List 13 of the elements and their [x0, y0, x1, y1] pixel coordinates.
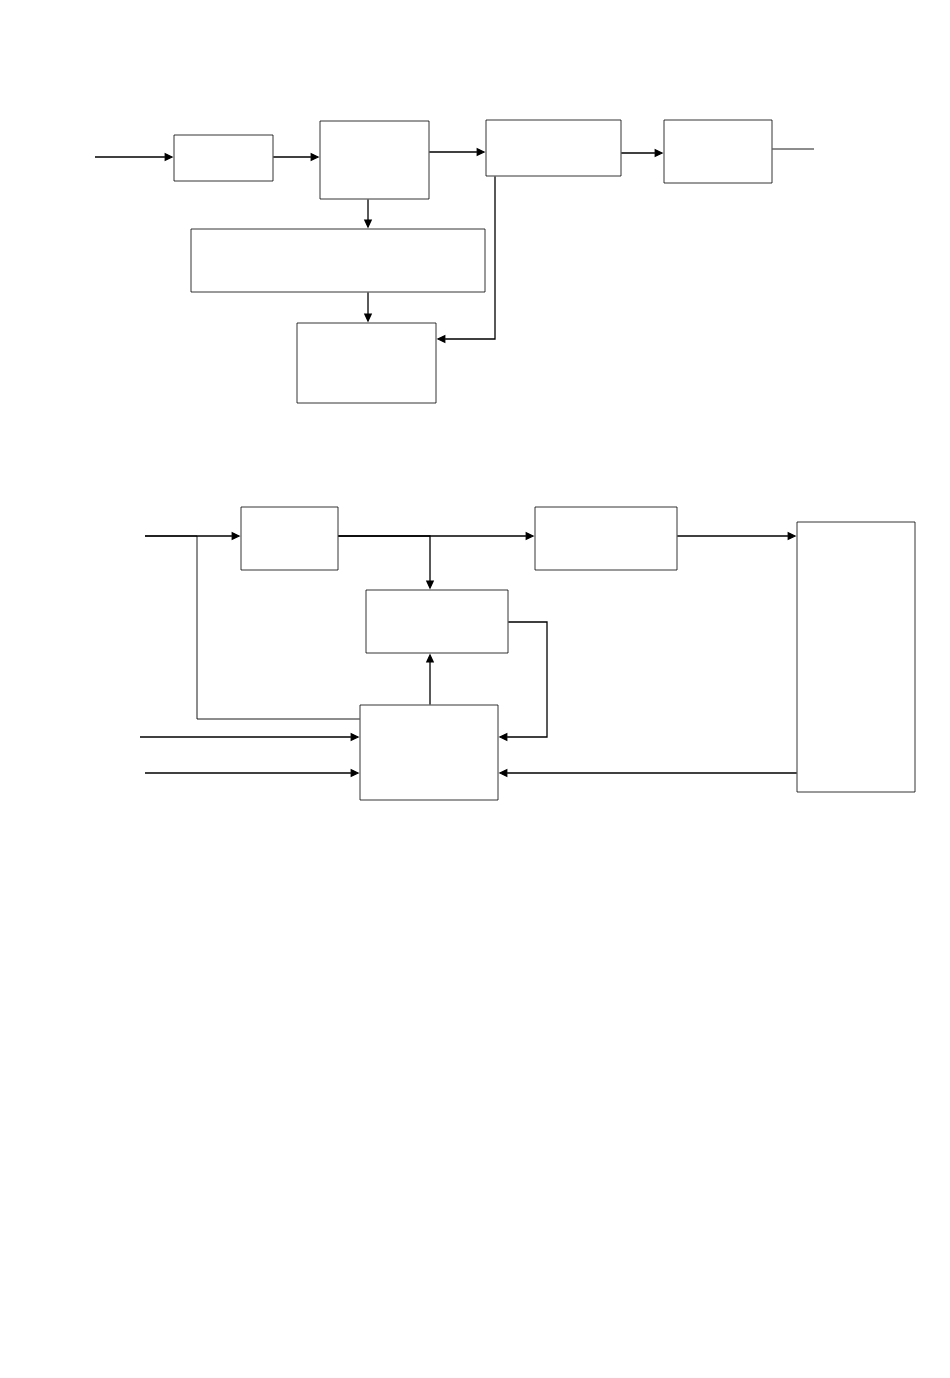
- block: [663, 119, 773, 184]
- connector-line: [144, 535, 361, 720]
- block: [534, 506, 678, 571]
- connector-line: [771, 148, 815, 150]
- block: [365, 589, 509, 654]
- block: [319, 120, 430, 200]
- block: [485, 119, 622, 177]
- block: [296, 322, 437, 404]
- block: [190, 228, 486, 293]
- block: [240, 506, 339, 571]
- block: [796, 521, 916, 793]
- block: [173, 134, 274, 182]
- block: [359, 704, 499, 801]
